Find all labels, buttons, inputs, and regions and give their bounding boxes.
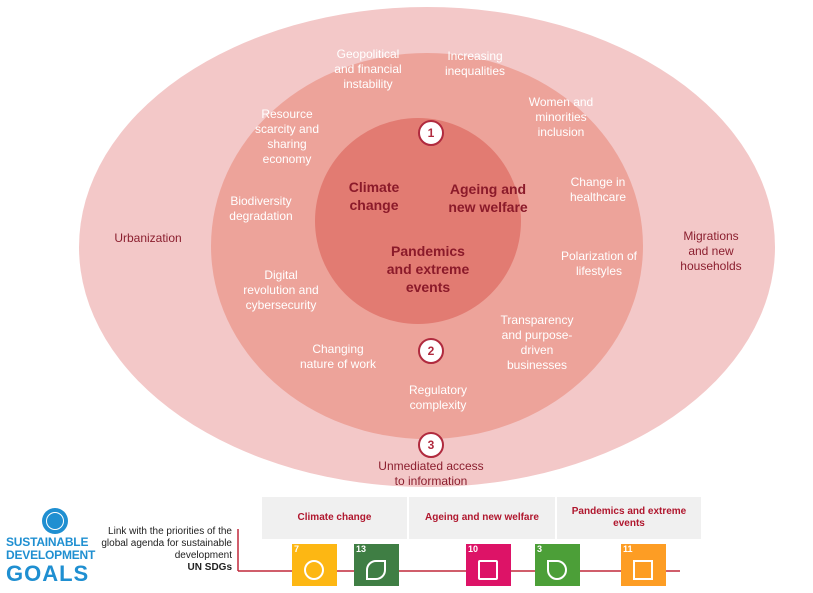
header-ageing-welfare: Ageing and new welfare (409, 497, 555, 539)
link-description: Link with the priorities of the global a… (101, 526, 232, 561)
label-work: Changing nature of work (299, 342, 377, 371)
sdg-number: 11 (623, 544, 633, 554)
label-urbanization: Urbanization (114, 231, 182, 245)
sdg-tile-11: 11 (621, 544, 666, 586)
logo-line-3: GOALS (6, 561, 90, 586)
label-resource: Resource scarcity and sharing economy (254, 107, 320, 166)
logo-line-2: DEVELOPMENT (6, 548, 96, 562)
un-globe-icon (42, 508, 68, 534)
core-ageing-welfare: Ageing and new welfare (448, 181, 528, 215)
sdg-tile-3: 3 (535, 544, 580, 586)
marker-2: 2 (418, 338, 444, 364)
label-inequalities: Increasing inequalities (444, 49, 506, 78)
label-geopolitical: Geopolitical and financial instability (334, 47, 402, 91)
inner-circle (315, 118, 521, 324)
sdg-logo: SUSTAINABLE DEVELOPMENT GOALS (6, 508, 100, 588)
core-pandemics: Pandemics and extreme events (386, 243, 470, 295)
sdg-tile-7: 7 (292, 544, 337, 586)
buildings-icon (633, 560, 653, 580)
label-regulatory: Regulatory complexity (408, 383, 468, 412)
equality-icon (478, 560, 498, 580)
label-biodiversity: Biodiversity degradation (229, 194, 293, 223)
label-healthcare: Change in healthcare (569, 175, 627, 204)
label-polarization: Polarization of lifestyles (560, 249, 638, 278)
label-women: Women and minorities inclusion (528, 95, 594, 139)
heartbeat-icon (547, 560, 567, 580)
header-pandemics: Pandemics and extreme events (557, 497, 701, 539)
sdg-tile-13: 13 (354, 544, 399, 586)
link-bold: UN SDGs (187, 562, 232, 573)
core-climate-change: Climate change (348, 179, 400, 213)
eye-globe-icon (366, 560, 386, 580)
sdg-number: 13 (356, 544, 367, 554)
label-digital: Digital revolution and cybersecurity (243, 268, 319, 312)
header-climate-change: Climate change (262, 497, 407, 539)
sun-icon (304, 560, 324, 580)
logo-line-1: SUSTAINABLE (6, 535, 89, 549)
link-text: Link with the priorities of the global a… (100, 526, 232, 574)
sdg-tile-10: 10 (466, 544, 511, 586)
marker-3: 3 (418, 432, 444, 458)
marker-1: 1 (418, 120, 444, 146)
label-unmediated: Unmediated access to information (378, 459, 484, 488)
label-transparency: Transparency and purpose- driven busines… (500, 313, 574, 372)
sdg-number: 10 (468, 544, 479, 554)
sdg-number: 7 (294, 544, 300, 554)
sdg-number: 3 (537, 544, 543, 554)
label-migrations: Migrations and new households (680, 229, 742, 273)
